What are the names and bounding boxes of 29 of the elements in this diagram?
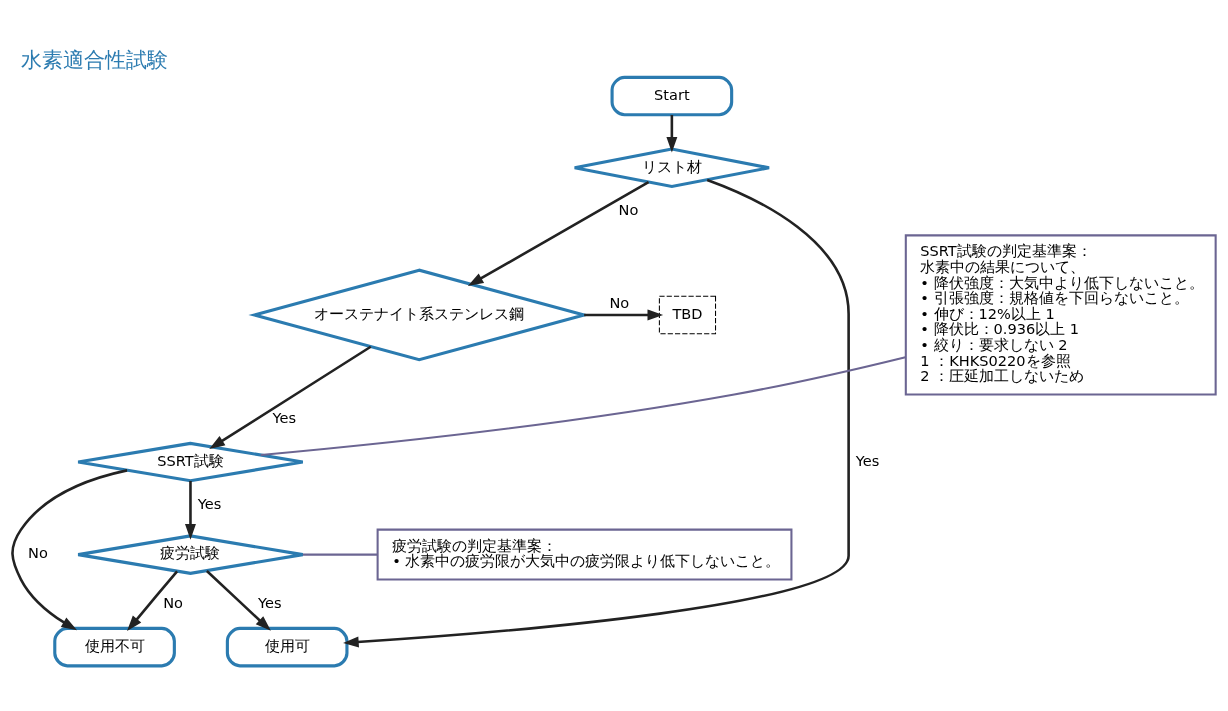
node-diamond: SSRT試験 — [76, 441, 305, 482]
edge-label: Yes — [258, 593, 282, 611]
arrow — [209, 345, 372, 449]
node-box: SSRT試験の判定基準案： 水素中の結果について、 • 降伏強度：大気中より低下しないこと。 • 引張強度：規格値を下回らないこと。 • 伸び：12%以上 1 • 降伏比：0.936以上 1 • 絞り：要求しない 2 1 ：KHKS0220を参照 2 ：圧延加工しないため — [904, 233, 1217, 395]
edge-label: No — [609, 293, 630, 311]
connector — [302, 553, 378, 556]
edge-label: No — [163, 593, 183, 611]
node-box: Start — [610, 75, 734, 116]
node-diamond: 疲労試験 — [76, 533, 305, 575]
connector — [260, 355, 906, 456]
node-box: TBD — [658, 295, 717, 334]
arrow — [11, 468, 128, 630]
node-box: 使用可 — [225, 626, 349, 667]
node-box: 使用不可 — [53, 626, 176, 667]
edge-label: Yes — [197, 494, 222, 512]
edge-label: Yes — [272, 408, 297, 426]
diagram-title: 水素適合性試験 — [20, 47, 168, 72]
edge-label: No — [28, 543, 48, 561]
arrow — [584, 308, 664, 320]
arrow — [185, 480, 196, 540]
edge-label: No — [618, 200, 639, 218]
arrow — [343, 178, 850, 647]
arrow — [206, 569, 271, 631]
node-box: 疲労試験の判定基準案： • 水素中の疲労限が大気中の疲労限より低下しないこと。 — [376, 528, 793, 581]
arrow — [666, 114, 678, 153]
arrow — [467, 180, 650, 286]
edge-label: Yes — [855, 451, 880, 469]
arrow — [127, 570, 179, 631]
node-diamond: リスト材 — [573, 147, 771, 188]
